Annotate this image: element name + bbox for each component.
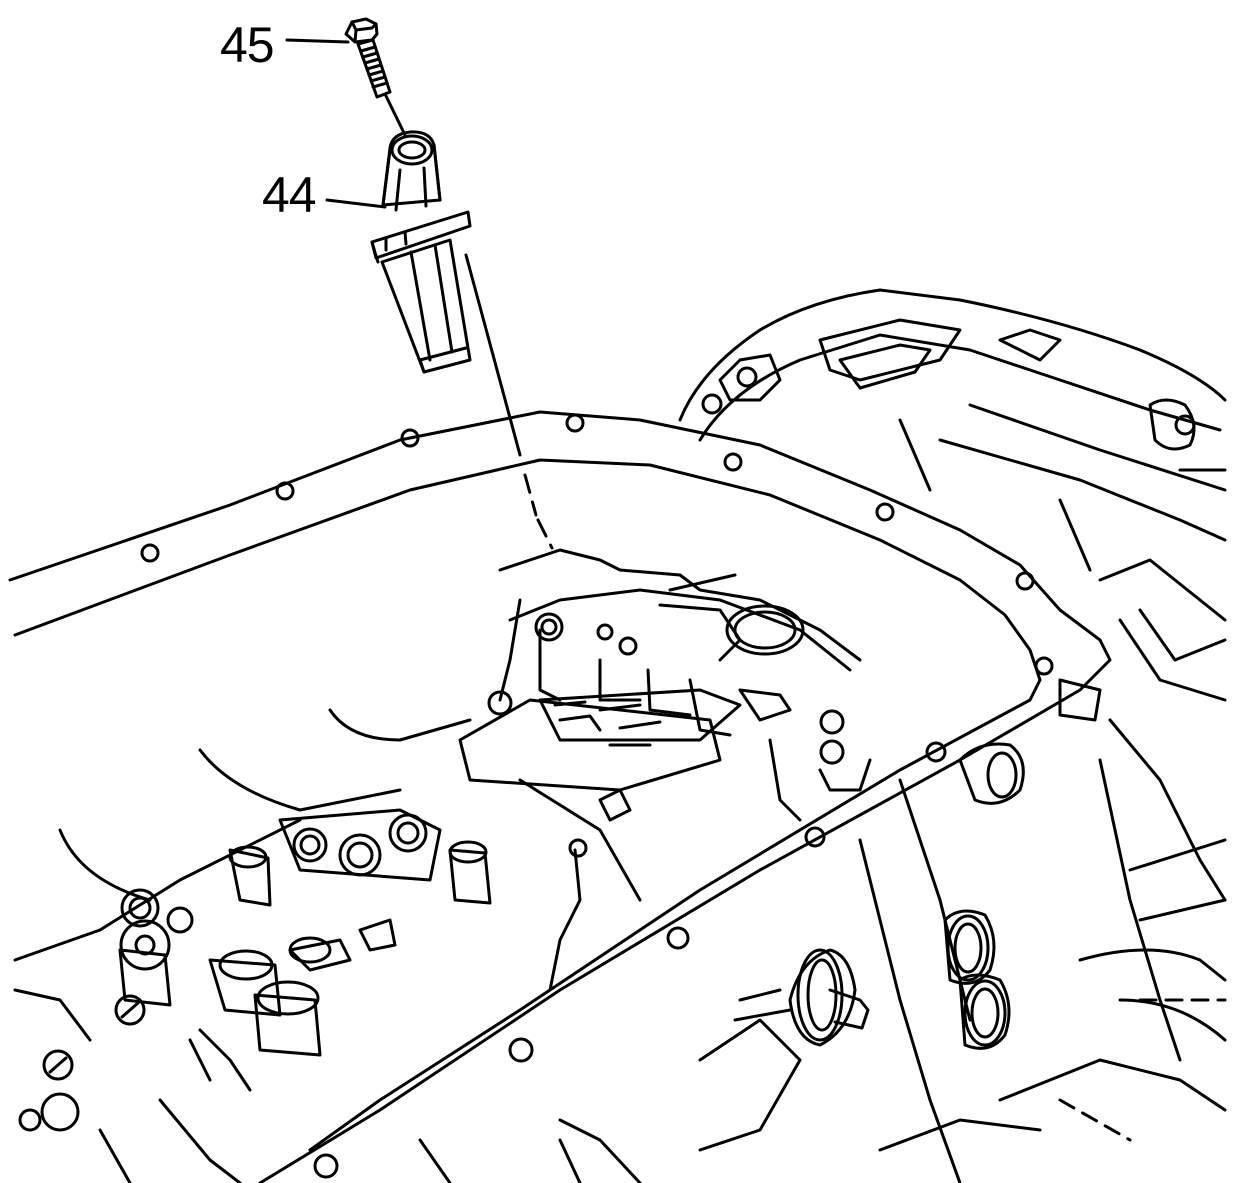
callout-44-leader — [325, 198, 387, 209]
sensor-part — [370, 130, 554, 550]
bellhousing — [678, 288, 1227, 702]
pan-flange — [8, 410, 1112, 1183]
valve-body — [13, 548, 872, 1183]
callout-45-leader — [285, 38, 350, 44]
bolt-part — [344, 17, 407, 137]
callout-label-45: 45 — [220, 17, 275, 73]
lower-housing — [418, 678, 1227, 1183]
lower-dashed-detail — [1058, 998, 1227, 1142]
callout-label-44: 44 — [262, 167, 317, 223]
